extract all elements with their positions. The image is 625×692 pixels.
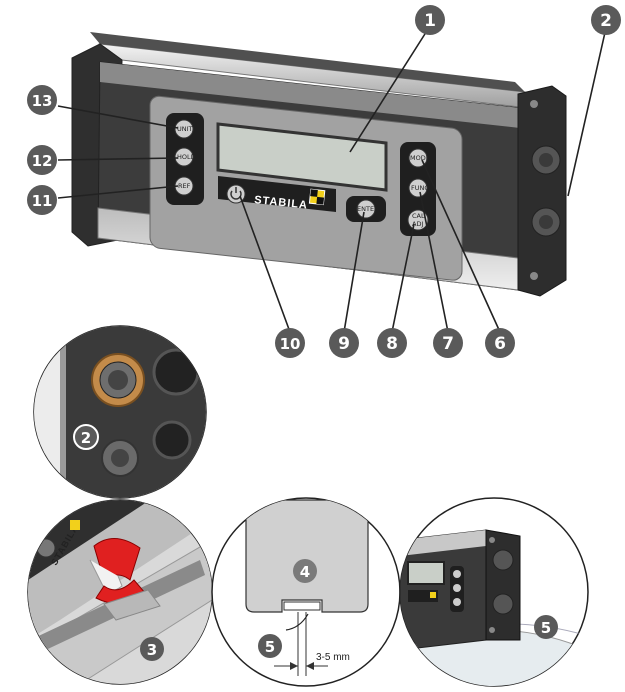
slot-width-dimension: 3-5 mm (316, 652, 350, 663)
detail-profile-callout-5: 5 (265, 638, 275, 656)
cal-button-label: CAL (412, 212, 425, 220)
callout-12: 12 (27, 145, 57, 175)
callout-1: 1 (415, 5, 445, 35)
brand-strip (218, 176, 336, 212)
callout-2: 2 (591, 5, 621, 35)
detail-profile-callout-4: 4 (300, 563, 310, 581)
func-button[interactable]: FUNC (408, 178, 429, 198)
right-end-cap (517, 85, 567, 297)
mode-button-label: MODE (410, 154, 430, 162)
callout-8: 8 (377, 328, 407, 358)
enter-button[interactable]: ENTER (356, 199, 379, 219)
detail-connector: 2 (33, 325, 207, 499)
hold-button[interactable]: HOLD (174, 147, 196, 167)
hold-button-label: HOLD (177, 153, 196, 161)
svg-text:8: 8 (386, 334, 398, 354)
digital-level-device: STABILA UNIT HOLD REF MODE FUNC (71, 32, 567, 297)
unit-button[interactable]: UNIT (174, 119, 194, 139)
svg-text:6: 6 (494, 334, 506, 354)
callout-6: 6 (485, 328, 515, 358)
rail-back-strip (90, 32, 525, 92)
callout-11: 11 (27, 185, 57, 215)
detail-mounted-callout-5: 5 (541, 619, 551, 637)
adj-button-label: ADJ (412, 220, 423, 228)
svg-text:12: 12 (32, 152, 53, 170)
unit-button-label: UNIT (177, 125, 193, 133)
enter-button-label: ENTER (357, 205, 379, 213)
callout-7: 7 (433, 328, 463, 358)
ref-button-label: REF (178, 182, 191, 190)
svg-text:13: 13 (32, 92, 53, 110)
callout-13: 13 (27, 85, 57, 115)
power-icon (230, 187, 242, 200)
detail-mounted: 5 (399, 497, 589, 687)
svg-text:1: 1 (424, 11, 436, 31)
svg-text:7: 7 (442, 334, 454, 354)
detail-connector-callout: 2 (81, 429, 91, 447)
detail-magnet-callout: 3 (147, 641, 157, 659)
svg-text:11: 11 (32, 192, 53, 210)
front-upper-band (100, 62, 520, 128)
brand-logo-square (308, 188, 326, 206)
svg-text:9: 9 (338, 334, 350, 354)
lcd-display (216, 122, 388, 192)
svg-text:10: 10 (280, 335, 301, 353)
callout-9: 9 (329, 328, 359, 358)
callout-10: 10 (275, 328, 305, 358)
leader-lines (57, 25, 607, 333)
func-button-label: FUNC (411, 184, 429, 192)
detail-magnet: STABILA 3 (27, 499, 213, 685)
svg-text:2: 2 (600, 11, 612, 31)
brand-logo-text: STABILA (254, 194, 309, 212)
detail-profile: 3-5 mm 4 5 (211, 497, 401, 687)
